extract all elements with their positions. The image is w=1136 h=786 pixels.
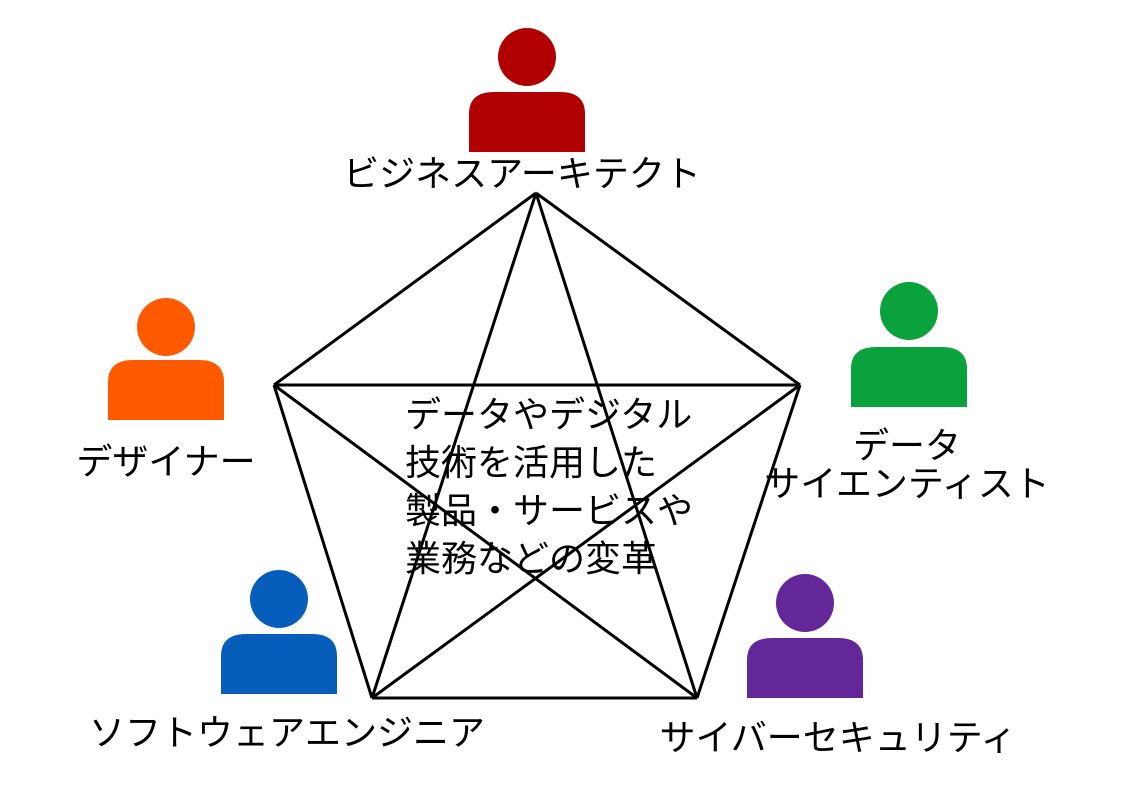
- center-description-line: 製品・サービスや: [405, 491, 694, 532]
- person-icon: [851, 282, 967, 407]
- edge-bottomleft-left: [272, 384, 374, 699]
- role-label-cybersecurity: サイバーセキュリティ: [659, 718, 1017, 759]
- role-label-line: データ: [852, 426, 962, 467]
- diagonal-top-bottomleft: [370, 192, 538, 699]
- center-description-line: 技術を活用した: [405, 443, 658, 484]
- diagonal-right-bottomleft: [371, 383, 801, 700]
- center-description-line: 業務などの変革: [405, 539, 658, 580]
- role-label-software-engineer: ソフトウェアエンジニア: [88, 713, 486, 754]
- person-icon: [108, 298, 224, 420]
- center-description-line: データやデジタル: [405, 395, 693, 436]
- person-icon: [747, 574, 863, 698]
- pentagon-outline: [272, 191, 802, 700]
- diagonal-top-bottomright: [534, 192, 699, 699]
- edge-right-bottomright: [695, 384, 802, 699]
- role-label-data-scientist: データ サイエンティスト: [764, 428, 1049, 504]
- role-label-designer: デザイナー: [76, 442, 256, 483]
- person-icon: [469, 28, 585, 152]
- edge-top-right: [535, 191, 801, 387]
- center-description: データやデジタル 技術を活用した 製品・サービスや 業務などの変革: [405, 392, 693, 584]
- edge-left-top: [273, 191, 537, 387]
- pentagon-diagonals: [273, 192, 801, 700]
- diagonal-left-bottomright: [273, 383, 698, 700]
- role-label-line: サイエンティスト: [764, 464, 1050, 505]
- person-icon: [221, 570, 337, 694]
- role-label-business-architect: ビジネスアーキテクト: [343, 154, 701, 195]
